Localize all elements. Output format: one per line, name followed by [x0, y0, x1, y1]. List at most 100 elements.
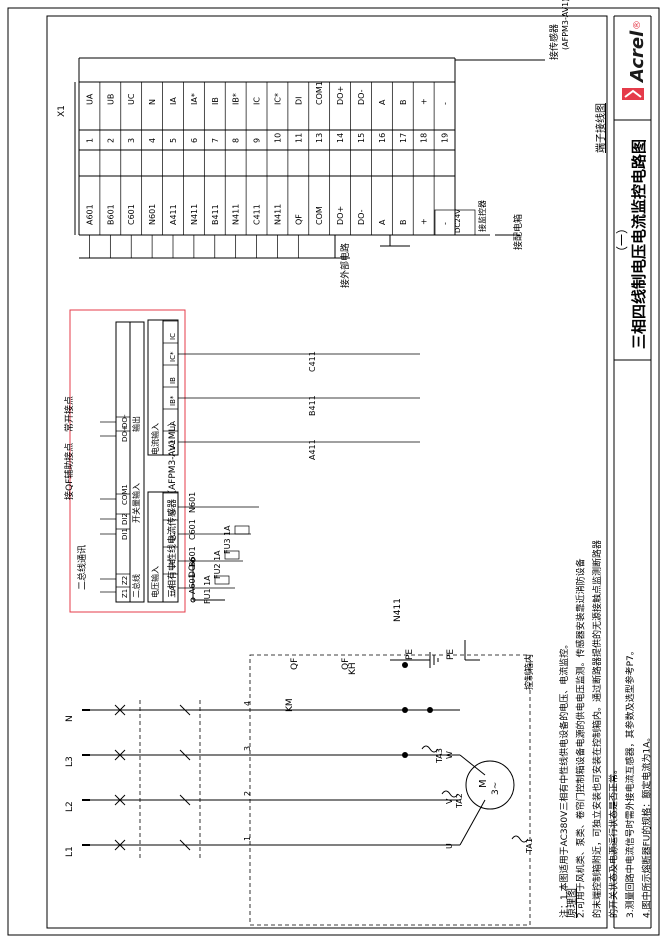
bus-header: 二总线 — [131, 574, 141, 598]
terminal-left-label: N411 — [273, 204, 282, 225]
note-line: 4.图中所示熔断器FU的规格：额定电流为1A。 — [641, 733, 653, 918]
note-line: 3.测量回路中电流信号时需外接电流互感器，其参数及选型参考P7。 — [624, 646, 636, 918]
kh-label: KH — [348, 662, 358, 675]
note-line: 的末端控制箱附近，可独立安装也可安装在控制箱内。通过断路器提供的无源接触点监测断… — [591, 540, 603, 918]
sensor-pin-top: Z1 — [121, 589, 129, 598]
terminal-left-label: A601 — [85, 204, 94, 225]
qf-label-2: QF — [341, 658, 351, 670]
terminal-number: 5 — [169, 138, 178, 143]
terminal-number: 7 — [211, 138, 220, 143]
terminal-right-label: UB — [106, 94, 115, 105]
sensor-pin-top: DO+ — [121, 425, 129, 442]
di-header: 开关量输入 — [131, 483, 141, 523]
terminal-left-label: COM — [315, 206, 324, 225]
fuse-label: FU3 1A — [223, 525, 232, 554]
terminal-left-label: B — [399, 220, 408, 226]
terminal-number: 18 — [420, 133, 429, 143]
control-box-label: 控制箱内 — [523, 654, 535, 690]
terminal-right-label: IB* — [232, 93, 241, 105]
terminal-number: 10 — [273, 133, 282, 143]
terminal-number: 4 — [148, 138, 157, 143]
sensor-curr-pin: IA — [169, 421, 177, 428]
terminal-left-label: N601 — [148, 204, 157, 225]
terminal-left-label: - — [441, 222, 450, 225]
terminal-table: X1 A6011UAB6012UBC6013UCN6014NA4115IAN41… — [57, 0, 570, 288]
terminal-left-label: C411 — [253, 204, 262, 225]
terminal-number: 19 — [441, 133, 450, 143]
motor-symbol — [465, 760, 515, 810]
terminal-number: 1 — [85, 138, 94, 143]
terminal-right-label: IC — [253, 97, 262, 105]
phase-num: 2 — [243, 791, 252, 796]
dc24v-label: DC24V — [454, 209, 462, 233]
terminal-number: 6 — [190, 138, 199, 143]
terminal-left-label: DO- — [357, 209, 366, 225]
voltage-wire-label: B601 — [188, 546, 197, 567]
terminal-right-label: UC — [127, 93, 136, 105]
current-wire-label: A411 — [308, 439, 317, 460]
sensor-model-label: (AFPM3-AV1) — [561, 0, 570, 50]
terminal-left-label: + — [420, 218, 429, 225]
to-monitor-label: 接监控器 — [477, 200, 487, 232]
ct-label: TA3 — [435, 748, 444, 764]
sensor-module: 三相有中性线电流传感器（AFPM3-AV1ML） Z1Z2DI1DI2COM1D… — [63, 309, 186, 613]
out-header: 输出 — [131, 416, 141, 432]
terminal-number: 17 — [399, 133, 408, 143]
terminal-diagram-label: 端子接线图 — [594, 103, 607, 153]
voltage-wire-label: N601 — [188, 492, 197, 513]
ct-label: TA1 — [525, 838, 534, 854]
terminal-right-label: COM1 — [315, 81, 324, 105]
fuse-label: FU2 1A — [213, 550, 222, 579]
sensor-volt-pin: N — [169, 510, 177, 515]
terminal-number: 8 — [232, 138, 241, 143]
terminal-right-label: - — [441, 102, 450, 105]
terminal-left-label: N411 — [232, 204, 241, 225]
to-sensor-label: 接传感器 — [548, 24, 560, 60]
terminal-right-label: IC* — [273, 93, 282, 105]
phase-label: L3 — [65, 756, 75, 767]
fuse-label: FU1 1A — [203, 575, 212, 604]
note-line: 的开关状态及电源运行状态是否正常。 — [608, 765, 620, 918]
to-dist-box-label: 接配电箱 — [512, 214, 524, 250]
terminal-left-label: C601 — [127, 204, 136, 225]
ext-circuit-label: 接外部电路 — [339, 243, 351, 288]
motor-phase-label: 3~ — [491, 782, 501, 795]
terminal-left-label: QF — [294, 214, 303, 225]
terminal-right-label: A — [378, 99, 387, 105]
curr-header: 电流输入 — [150, 423, 160, 455]
terminal-number: 16 — [378, 133, 387, 143]
terminal-number: 3 — [127, 138, 136, 143]
sensor-curr-pin: IB — [169, 377, 177, 384]
terminal-number: 14 — [336, 133, 345, 143]
terminal-left-label: N411 — [190, 204, 199, 225]
sensor-curr-pin: IC — [169, 333, 177, 340]
terminal-right-label: UA — [85, 93, 94, 105]
terminal-number: 11 — [294, 133, 303, 143]
no-contact-label: 常开接点 — [63, 396, 75, 432]
sensor-name: 三相有中性线电流传感器（AFPM3-AV1ML） — [166, 417, 178, 598]
motor-label: M — [478, 779, 489, 788]
pe-label-1: PE — [446, 649, 456, 660]
brand-name: Acrel — [627, 30, 648, 84]
pe-label-2: PE — [405, 649, 415, 660]
terminal-left-label: B601 — [106, 204, 115, 225]
terminal-left-label: B411 — [211, 204, 220, 225]
voltage-wire-label: C601 — [188, 519, 197, 540]
sensor-pin-top: Z2 — [121, 576, 129, 585]
terminal-left-label: A411 — [169, 204, 178, 225]
terminal-right-label: N — [148, 99, 157, 105]
control-box-outline — [249, 654, 531, 926]
note-line: 注：1.本图适用于AC380V三相有中性线供电设备的电压、电流监控。 — [558, 640, 570, 918]
notes-block: 注：1.本图适用于AC380V三相有中性线供电设备的电压、电流监控。2.可用于风… — [558, 540, 653, 918]
phase-label: L2 — [65, 801, 75, 812]
terminal-right-label: B — [399, 100, 408, 106]
current-wire-label: B411 — [308, 395, 317, 416]
ct-label: TA2 — [455, 793, 464, 809]
km-label: KM — [285, 698, 295, 712]
volt-header: 电压输入 — [150, 566, 160, 598]
terminal-number: 13 — [315, 133, 324, 143]
bus-label: 二总线通讯 — [76, 545, 88, 590]
terminal-right-label: IA — [169, 97, 178, 105]
